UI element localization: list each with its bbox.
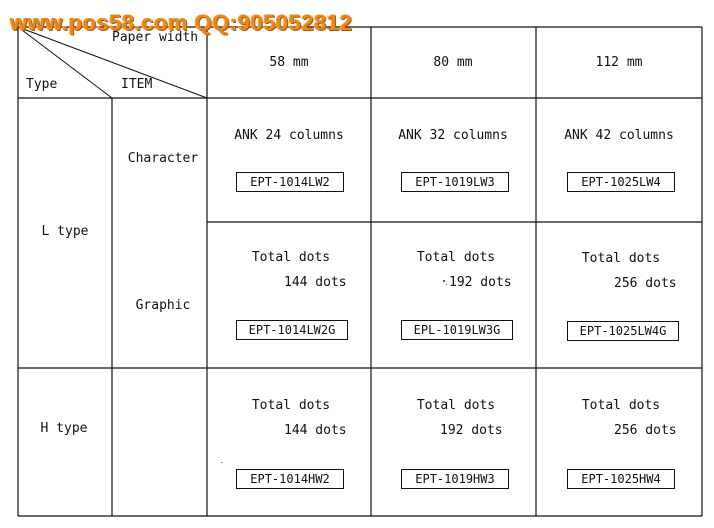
character-columns-80: ANK 32 columns	[398, 128, 508, 143]
model-box-ept-1025hw4: EPT-1025HW4	[567, 469, 675, 489]
graphic-total-58: Total dots	[251, 250, 331, 265]
h-total-80: Total dots	[416, 398, 496, 413]
model-box-ept-1014lw2g: EPT-1014LW2G	[236, 320, 348, 340]
model-box-ept-1014lw2: EPT-1014LW2	[236, 172, 344, 192]
width-112-header: 112 mm	[595, 55, 643, 70]
type-label: Type	[26, 77, 58, 92]
model-box-ept-1025lw4: EPT-1025LW4	[567, 172, 675, 192]
model-box-ept-1014hw2: EPT-1014HW2	[236, 469, 344, 489]
scan-speck	[221, 462, 222, 463]
l-type-label: L type	[41, 224, 89, 239]
h-total-58: Total dots	[251, 398, 331, 413]
watermark-text: www.pos58.com QQ:905052812	[10, 10, 353, 35]
model-box-ept-1019hw3: EPT-1019HW3	[401, 469, 509, 489]
h-dots-80: 192 dots	[440, 423, 503, 438]
h-dots-58: 144 dots	[284, 423, 347, 438]
graphic-label: Graphic	[135, 298, 191, 313]
h-type-label: H type	[40, 421, 88, 436]
character-columns-58: ANK 24 columns	[234, 128, 344, 143]
h-total-112: Total dots	[581, 398, 661, 413]
h-dots-112: 256 dots	[614, 423, 677, 438]
scan-speck	[446, 284, 447, 285]
graphic-total-112: Total dots	[581, 251, 661, 266]
graphic-total-80: Total dots	[416, 250, 496, 265]
item-label: ITEM	[121, 77, 153, 92]
graphic-dots-112: 256 dots	[614, 276, 677, 291]
model-box-epl-1019lw3g: EPL-1019LW3G	[401, 320, 513, 340]
character-columns-112: ANK 42 columns	[564, 128, 674, 143]
width-80-header: 80 mm	[433, 55, 473, 70]
graphic-dots-58: 144 dots	[284, 275, 347, 290]
model-box-ept-1019lw3: EPT-1019LW3	[401, 172, 509, 192]
width-58-header: 58 mm	[269, 55, 309, 70]
scan-speck	[443, 280, 445, 282]
paper-width-label: Paper width	[112, 30, 199, 45]
character-label: Character	[127, 151, 199, 166]
model-box-ept-1025lw4g: EPT-1025LW4G	[567, 321, 679, 341]
graphic-dots-80: 192 dots	[449, 275, 512, 290]
